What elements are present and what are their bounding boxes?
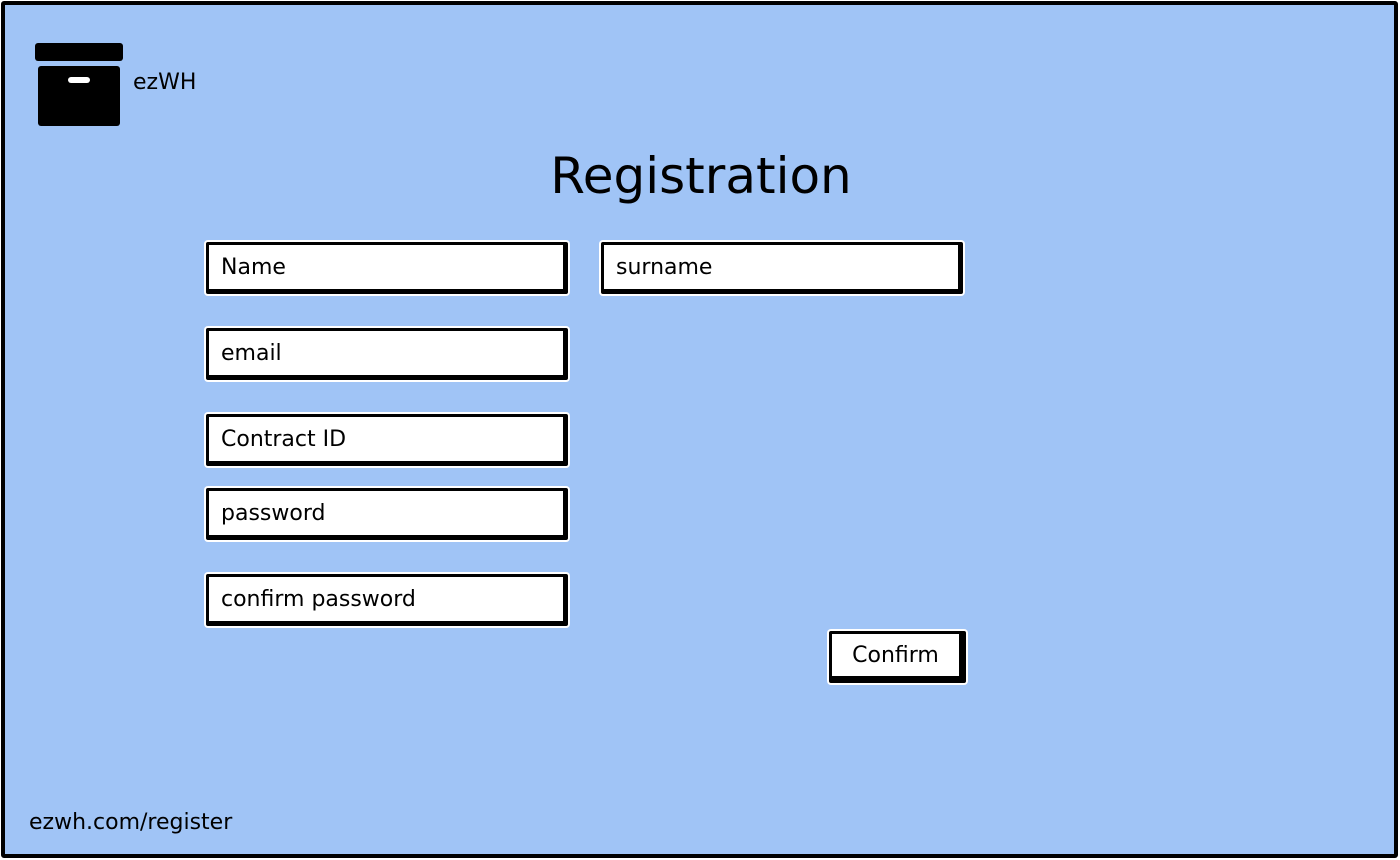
email-input[interactable] [206, 328, 568, 380]
password-input[interactable] [206, 488, 568, 540]
name-input[interactable] [206, 242, 568, 294]
logo-box [38, 66, 120, 126]
app-name: ezWH [133, 70, 197, 95]
confirm-button[interactable]: Confirm [829, 631, 966, 683]
page-url: ezwh.com/register [29, 810, 233, 835]
logo-lid [35, 43, 123, 61]
archive-box-icon [33, 41, 125, 127]
page-title: Registration [550, 147, 852, 205]
logo-handle [68, 77, 90, 83]
surname-input[interactable] [601, 242, 963, 294]
confirm-password-input[interactable] [206, 574, 568, 626]
contract-id-input[interactable] [206, 414, 568, 466]
